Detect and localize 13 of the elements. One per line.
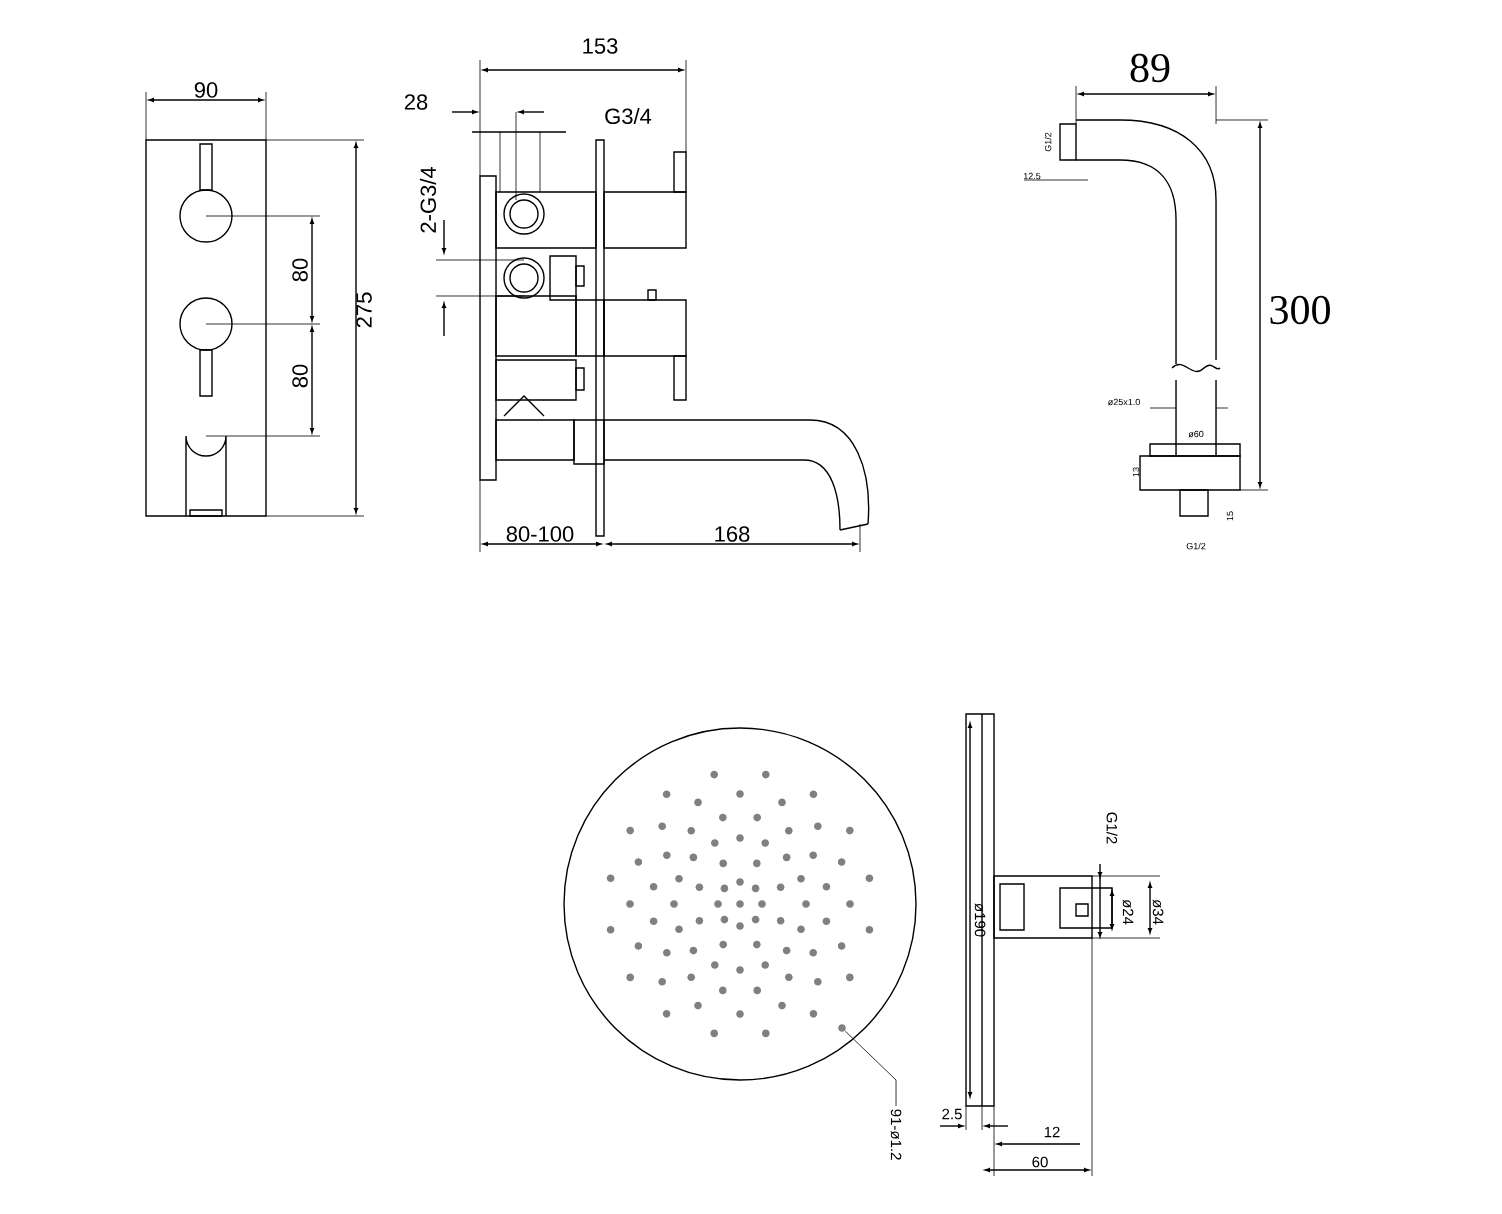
leader-line [844, 1030, 897, 1107]
dimension-text: G3/4 [605, 107, 652, 125]
dimension-text: 168 [715, 526, 750, 542]
dimension-text: 80-100 [506, 526, 574, 542]
dimension-text: 300 [1270, 295, 1330, 325]
dimension-text: 2-G3/4 [419, 167, 437, 233]
dimension-text: 28 [404, 94, 428, 110]
dimension-text: 275 [356, 292, 372, 328]
dimension-text: 80 [292, 364, 308, 388]
dimension-text: 90 [194, 82, 218, 98]
dimension-text: 153 [583, 38, 618, 54]
dimension-text: 80 [292, 258, 308, 282]
dimension-text: 89 [1130, 53, 1170, 83]
